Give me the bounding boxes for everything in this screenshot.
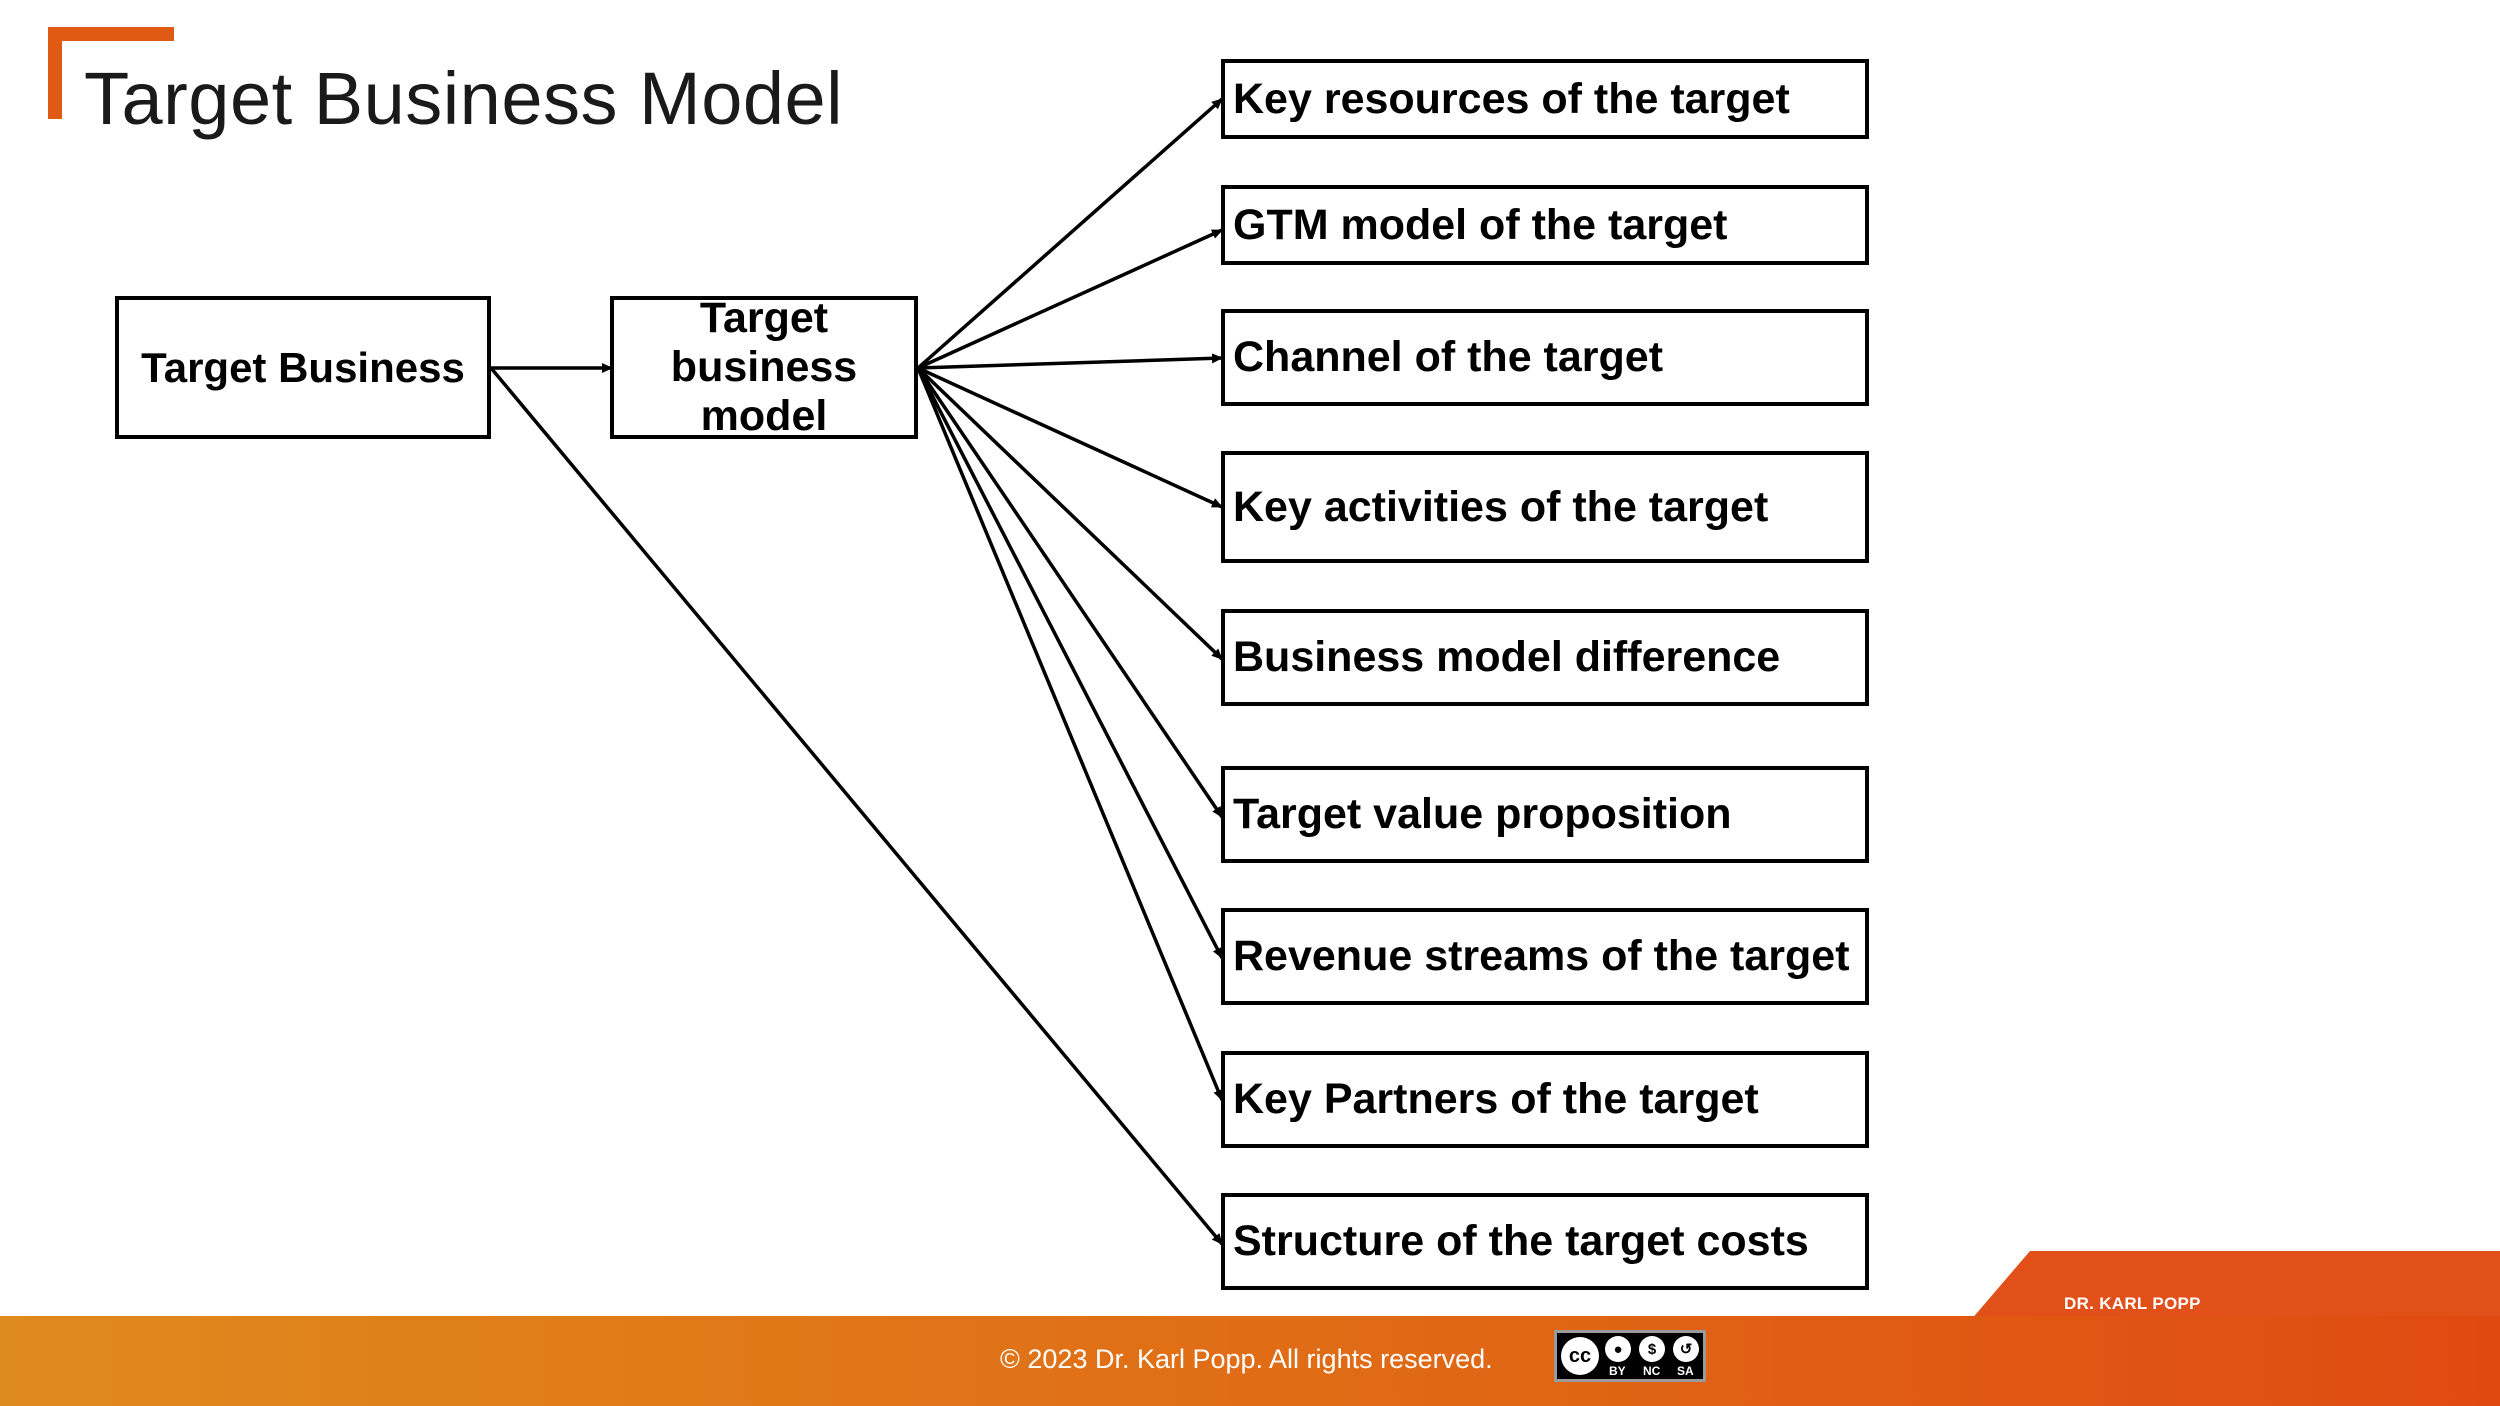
node-value-proposition: Target value proposition xyxy=(1221,766,1869,863)
copyright-notice: © 2023 Dr. Karl Popp. All rights reserve… xyxy=(1000,1344,1493,1374)
connector-source-to-cost-structure xyxy=(489,366,1224,1246)
connector-middle-to-gtm xyxy=(917,228,1223,370)
connector-middle-to-key-partners xyxy=(916,367,1224,1101)
node-cost-structure-label: Structure of the target costs xyxy=(1233,1217,1809,1265)
license-nc-label: NC xyxy=(1643,1364,1661,1378)
page-title: Target Business Model xyxy=(84,57,844,140)
cc-icon: cc xyxy=(1561,1337,1599,1375)
node-target-business-model-label: Target business model xyxy=(670,294,858,440)
node-key-partners-label: Key Partners of the target xyxy=(1233,1075,1759,1123)
corner-bracket-accent xyxy=(48,27,174,119)
connector-middle-to-key-activities xyxy=(917,366,1223,509)
cc-license-badge[interactable]: cc ● $ ↺ BY NC SA xyxy=(1554,1330,1706,1382)
node-business-model-difference: Business model difference xyxy=(1221,609,1869,706)
node-target-business-label: Target Business xyxy=(141,343,465,391)
node-cost-structure: Structure of the target costs xyxy=(1221,1193,1869,1290)
node-revenue-streams-label: Revenue streams of the target xyxy=(1233,932,1850,980)
node-target-business-model: Target business model xyxy=(610,294,918,440)
connector-middle-to-key-resources xyxy=(916,97,1224,370)
node-key-activities: Key activities of the target xyxy=(1221,451,1869,563)
connector-middle-to-revenue-streams xyxy=(916,367,1224,959)
node-revenue-streams: Revenue streams of the target xyxy=(1221,908,1869,1005)
license-sa-label: SA xyxy=(1677,1364,1694,1378)
node-channel: Channel of the target xyxy=(1221,309,1869,406)
node-key-partners: Key Partners of the target xyxy=(1221,1051,1869,1148)
node-gtm-model: GTM model of the target xyxy=(1221,185,1869,265)
sharealike-icon: ↺ xyxy=(1673,1336,1699,1362)
attribution-icon: ● xyxy=(1605,1336,1631,1362)
author-label: DR. KARL POPP xyxy=(2064,1294,2201,1313)
node-gtm-model-label: GTM model of the target xyxy=(1233,200,1728,249)
license-by-label: BY xyxy=(1609,1364,1626,1378)
node-key-activities-label: Key activities of the target xyxy=(1233,482,1769,531)
connector-middle-to-value-proposition xyxy=(916,367,1224,818)
footer-bar xyxy=(0,1316,2500,1406)
node-business-model-difference-label: Business model difference xyxy=(1233,633,1781,681)
noncommercial-icon: $ xyxy=(1639,1336,1665,1362)
connector-middle-to-bm-difference xyxy=(916,366,1224,661)
node-key-resources: Key resources of the target xyxy=(1221,59,1869,139)
connector-middle-to-channel xyxy=(917,353,1223,370)
node-channel-label: Channel of the target xyxy=(1233,333,1664,381)
node-key-resources-label: Key resources of the target xyxy=(1233,74,1790,123)
node-value-proposition-label: Target value proposition xyxy=(1233,790,1732,838)
node-target-business: Target Business xyxy=(115,296,491,439)
footer-author-tab xyxy=(1970,1251,2500,1321)
